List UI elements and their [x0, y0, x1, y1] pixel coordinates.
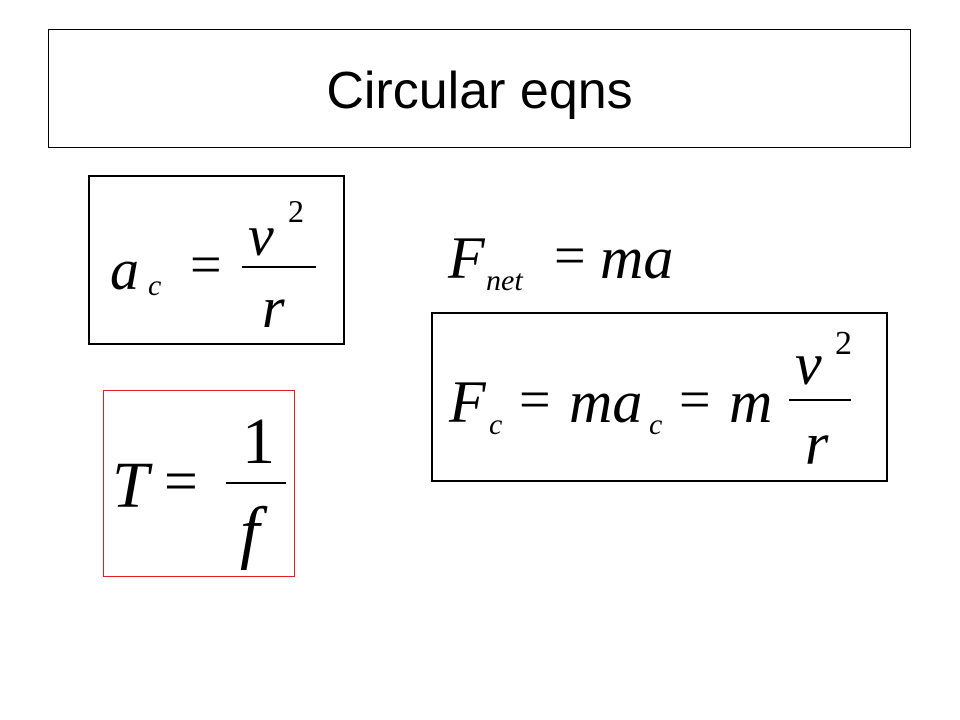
fc-equals-2: =	[679, 369, 711, 431]
fc-mid-subscript: c	[649, 408, 662, 441]
t-numerator: 1	[242, 405, 275, 478]
t-lhs-symbol: T	[112, 449, 153, 522]
net-force-svg: F net = ma	[447, 225, 673, 297]
centripetal-force-box: F c = ma c = m v 2 r	[431, 312, 888, 482]
ac-numerator: v	[248, 203, 274, 268]
period-box: T = 1 f	[103, 390, 295, 577]
ac-lhs-subscript: c	[148, 269, 161, 302]
fc-denominator: r	[805, 411, 829, 477]
period-equation: T = 1 f	[112, 405, 286, 571]
t-denominator: f	[240, 494, 268, 571]
centripetal-force-equation: F c = ma c = m v 2 r	[448, 325, 852, 477]
fc-numerator: v	[795, 331, 822, 397]
title-box: Circular eqns	[48, 29, 911, 148]
fc-lhs-symbol: F	[448, 369, 487, 435]
centripetal-acceleration-box: a c = v 2 r	[88, 175, 345, 345]
fnet-lhs-symbol: F	[447, 225, 486, 291]
fnet-rhs: ma	[600, 225, 673, 291]
t-equals: =	[164, 448, 198, 514]
net-force-equation: F net = ma	[440, 214, 700, 304]
ac-lhs-symbol: a	[110, 237, 139, 302]
ac-denominator: r	[262, 275, 285, 340]
fc-mid-symbol: ma	[569, 369, 642, 435]
ac-equals: =	[190, 234, 222, 296]
fnet-lhs-subscript: net	[486, 264, 523, 297]
fc-coefficient: m	[729, 369, 772, 435]
fnet-equals: =	[554, 225, 586, 287]
ac-numerator-exponent: 2	[288, 193, 304, 229]
centripetal-acceleration-equation: a c = v 2 r	[110, 193, 316, 340]
fc-numerator-exponent: 2	[835, 325, 852, 362]
slide-title: Circular eqns	[326, 61, 633, 120]
fc-equals-1: =	[519, 369, 551, 431]
fc-lhs-subscript: c	[489, 408, 502, 441]
